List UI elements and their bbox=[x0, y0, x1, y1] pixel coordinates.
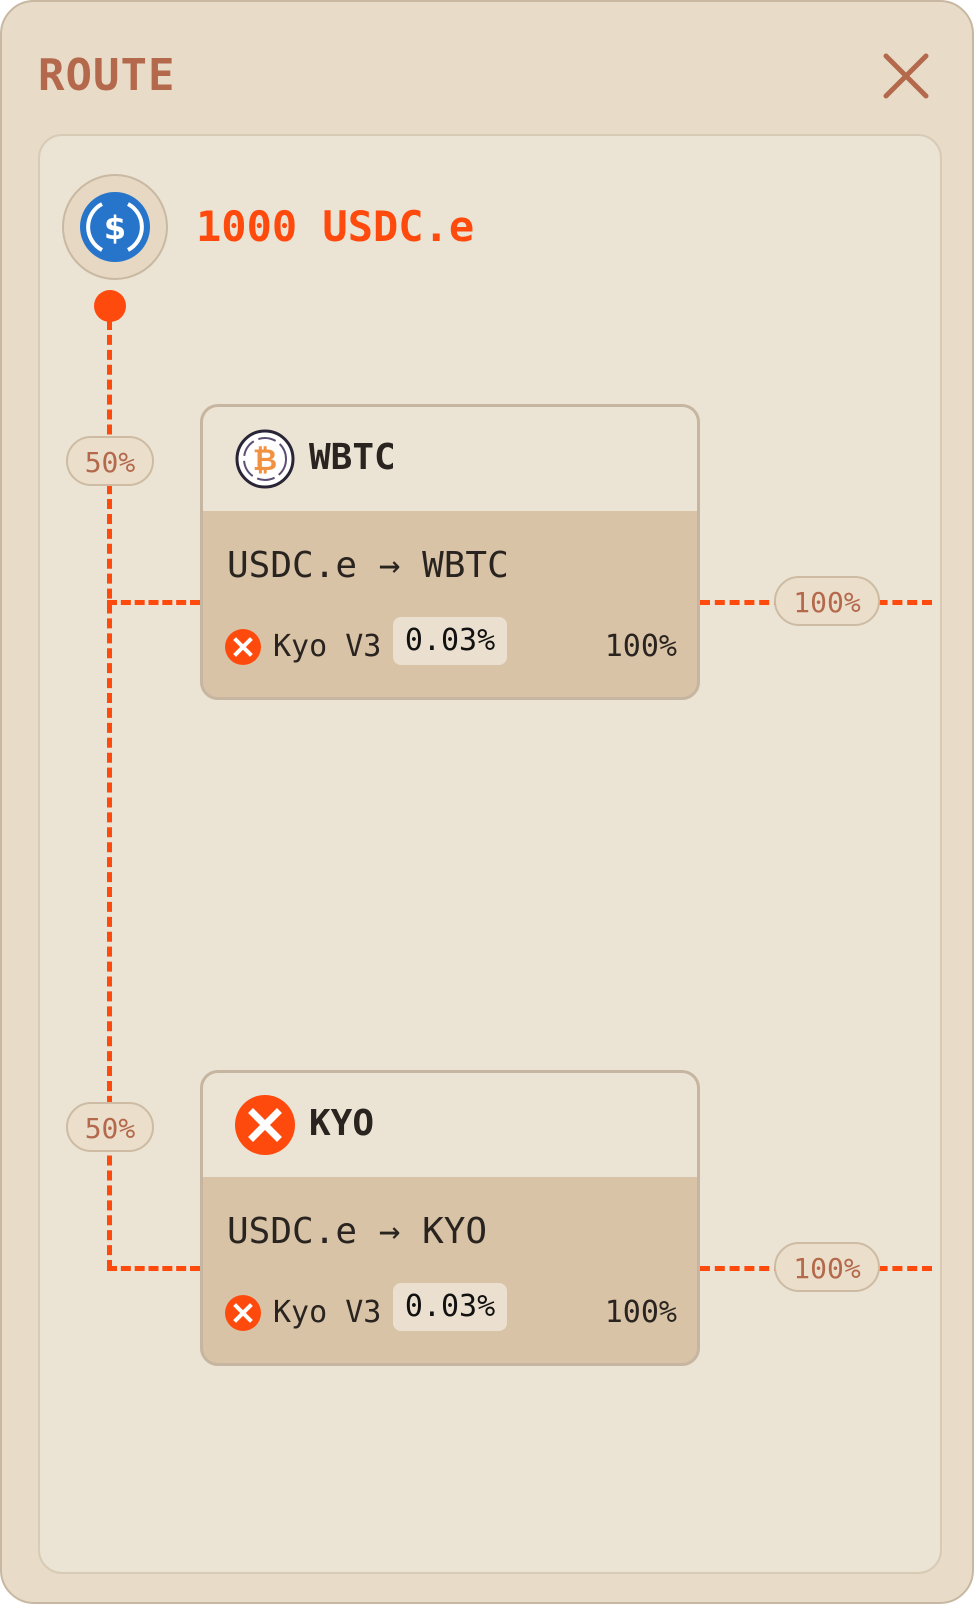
swap-pair: USDC.e → WBTC bbox=[227, 545, 509, 586]
route-card-kyo[interactable]: KYO USDC.e → KYO Kyo V3 0.03% 100% bbox=[200, 1070, 700, 1366]
token-symbol: WBTC bbox=[309, 437, 396, 478]
svg-text:$: $ bbox=[104, 209, 126, 247]
kyo-icon bbox=[235, 1095, 295, 1155]
svg-text:₿: ₿ bbox=[253, 443, 277, 478]
pool-share: 100% bbox=[604, 629, 677, 664]
card-header: ₿ WBTC bbox=[203, 407, 697, 511]
dex-name: Kyo V3 bbox=[273, 629, 382, 664]
panel-title: ROUTE bbox=[38, 50, 176, 101]
kyo-icon bbox=[225, 1295, 261, 1331]
token-symbol: KYO bbox=[309, 1103, 375, 1144]
split-connector-line bbox=[107, 320, 112, 1270]
fee-badge: 0.03% bbox=[393, 617, 507, 665]
swap-pair: USDC.e → KYO bbox=[227, 1211, 488, 1252]
wbtc-icon: ₿ bbox=[235, 429, 295, 489]
source-amount: 1000 USDC.e bbox=[196, 202, 475, 251]
source-node-dot bbox=[94, 290, 126, 322]
route-2-in-line bbox=[107, 1266, 200, 1271]
route-card-wbtc[interactable]: ₿ WBTC USDC.e → WBTC Kyo V3 0.03% 100% bbox=[200, 404, 700, 700]
route-1-in-line bbox=[107, 600, 200, 605]
close-icon[interactable] bbox=[882, 52, 930, 100]
split-pill: 50% bbox=[66, 1102, 154, 1152]
card-header: KYO bbox=[203, 1073, 697, 1177]
output-share-pill: 100% bbox=[774, 576, 880, 626]
pool-share: 100% bbox=[604, 1295, 677, 1330]
dex-name: Kyo V3 bbox=[273, 1295, 382, 1330]
kyo-icon bbox=[225, 629, 261, 665]
usdc-icon: $ bbox=[62, 174, 168, 280]
fee-badge: 0.03% bbox=[393, 1283, 507, 1331]
output-share-pill: 100% bbox=[774, 1242, 880, 1292]
split-pill: 50% bbox=[66, 436, 154, 486]
